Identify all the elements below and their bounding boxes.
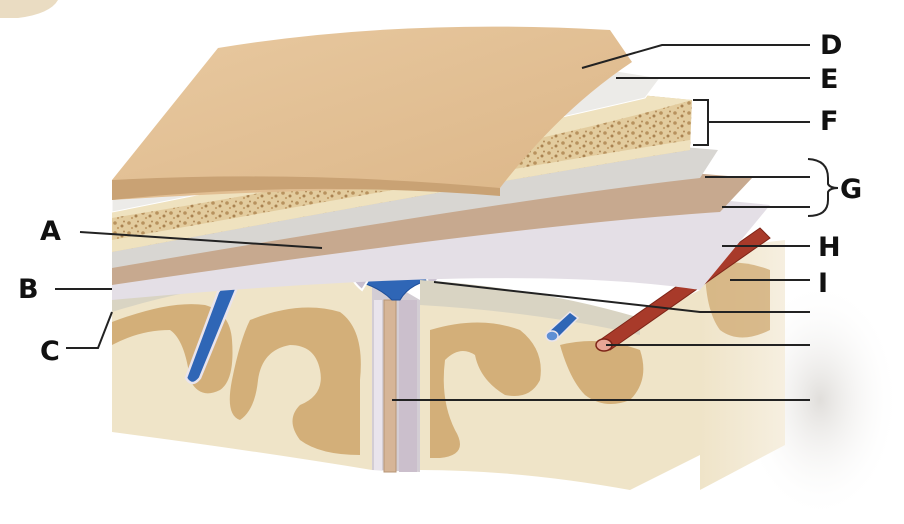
right-side-gray (705, 262, 770, 338)
skull-inner-table (112, 140, 690, 252)
label-h: H (818, 232, 841, 263)
leader-bracket-f (693, 99, 709, 146)
label-c: C (40, 336, 60, 367)
label-g: G (840, 174, 862, 205)
right-gray-matter (430, 322, 644, 458)
leader-lines (55, 44, 839, 401)
layer-stack (111, 26, 770, 300)
scalp-skin-edge (112, 176, 500, 200)
leader-line-d (581, 44, 810, 69)
label-b: B (18, 274, 39, 305)
right-hemisphere-face (420, 290, 700, 490)
label-f: F (820, 106, 838, 137)
label-a: A (40, 216, 61, 247)
leader-line-a (79, 231, 323, 249)
labels: A B C D E F G H I (18, 30, 862, 367)
leader-line-unlabeled-1 (433, 281, 810, 313)
label-d: D (820, 30, 842, 61)
dura-periosteal-layer (112, 145, 718, 268)
label-i: I (818, 268, 828, 299)
right-subarachnoid (420, 280, 640, 335)
left-gray-matter (112, 304, 361, 455)
label-e: E (820, 64, 838, 95)
corner-fragment (0, 0, 58, 18)
falx-pia-right (399, 300, 417, 472)
scalp-skin (112, 26, 632, 201)
arachnoid-layer (112, 200, 770, 300)
leader-line-c (66, 311, 113, 349)
falx-pia-left (374, 300, 382, 470)
falx-cerebri (383, 299, 397, 473)
leader-bracket-g (807, 158, 839, 217)
cerebral-vein-end (545, 330, 559, 342)
dura-meningeal-layer (112, 172, 752, 285)
